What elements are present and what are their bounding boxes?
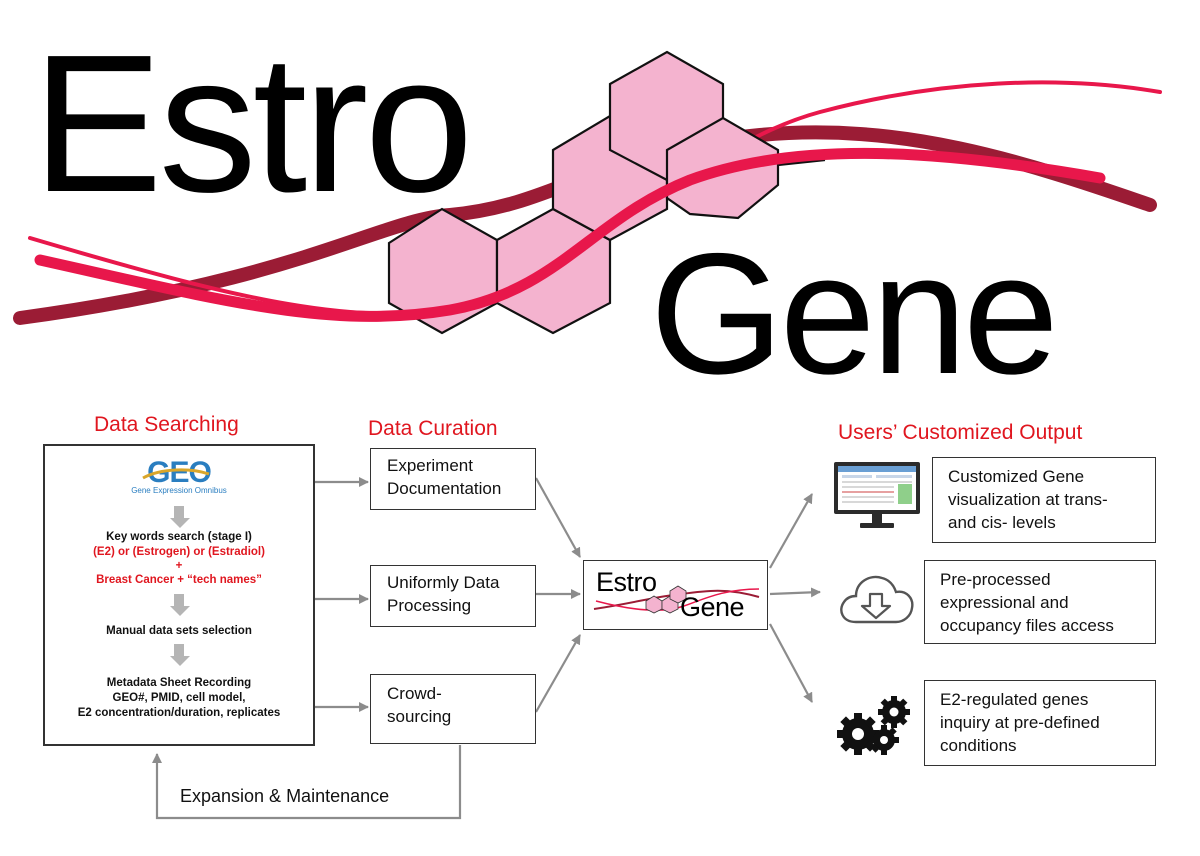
keywords-terms: (E2) or (Estrogen) or (Estradiol): [93, 546, 265, 558]
section-title-curation: Data Curation: [368, 417, 498, 440]
manual-selection: Manual data sets selection: [106, 625, 252, 637]
step-down-arrow-1: [170, 506, 190, 528]
files-output-box: Pre-processed expressional and occupancy…: [924, 560, 1156, 644]
visualization-line-1: Customized Gene: [948, 467, 1085, 486]
estrogene-logo: Estro Gene: [0, 0, 1200, 400]
files-line-2: expressional and: [940, 592, 1069, 612]
center-logo-box: Estro Gene: [583, 560, 768, 630]
metadata-line-1: Metadata Sheet Recording: [106, 677, 252, 689]
section-title-searching: Data Searching: [94, 413, 239, 436]
experiment-line-1: Experiment: [387, 456, 473, 475]
data-searching-box: GEO Gene Expression Omnibus Key words se…: [43, 444, 315, 746]
keywords-plus: +: [175, 560, 183, 572]
experiment-line-2: Documentation: [387, 478, 502, 498]
files-line-1: Pre-processed: [940, 570, 1051, 589]
logo-word-estro: Estro: [32, 14, 473, 233]
uniform-processing-box: Uniformly Data Processing: [370, 565, 536, 627]
crowd-line-1: Crowd-: [387, 684, 442, 703]
geo-subtitle: Gene Expression Omnibus: [131, 486, 227, 495]
arrow-center-to-visualization: [769, 493, 813, 569]
geo-swoosh-icon: [142, 468, 210, 480]
inquiry-line-2: inquiry at pre-defined: [940, 712, 1100, 732]
logo-word-gene: Gene: [650, 218, 1059, 410]
inquiry-output-box: E2-regulated genes inquiry at pre-define…: [924, 680, 1156, 766]
metadata-line-3: E2 concentration/duration, replicates: [77, 707, 281, 719]
files-line-3: occupancy files access: [940, 615, 1114, 635]
step-down-arrow-3: [170, 644, 190, 666]
metadata-line-2: GEO#, PMID, cell model,: [112, 692, 246, 704]
monitor-icon: [834, 462, 920, 528]
uniform-line-2: Processing: [387, 595, 472, 615]
keywords-title: Key words search (stage I): [106, 531, 252, 543]
center-logo-estro: Estro: [596, 567, 657, 597]
center-logo-graphic: [593, 585, 760, 614]
visualization-line-3: and cis- levels: [948, 512, 1056, 532]
visualization-output-box: Customized Gene visualization at trans- …: [932, 457, 1156, 543]
arrow-crowd-to-center: [535, 634, 581, 713]
uniform-line-1: Uniformly Data: [387, 573, 500, 592]
step-down-arrow-2: [170, 594, 190, 616]
experiment-documentation-box: Experiment Documentation: [370, 448, 536, 510]
crowd-line-2: sourcing: [387, 706, 452, 726]
inquiry-line-3: conditions: [940, 735, 1017, 755]
keywords-cancer: Breast Cancer + “tech names”: [96, 574, 262, 586]
logo-stem: [777, 158, 826, 167]
logo-ribbon-front: [34, 147, 1106, 322]
arrow-feedback-loop: [152, 745, 462, 820]
cloud-download-icon: [840, 575, 914, 624]
section-title-output: Users’ Customized Output: [838, 421, 1083, 444]
crowdsourcing-box: Crowd- sourcing: [370, 674, 536, 744]
center-logo-gene: Gene: [680, 592, 745, 622]
visualization-line-2: visualization at trans-: [948, 489, 1108, 509]
geo-logo: GEO Gene Expression Omnibus: [45, 456, 313, 495]
inquiry-line-1: E2-regulated genes: [940, 690, 1089, 709]
arrow-center-to-files: [769, 587, 821, 598]
arrow-center-to-inquiry: [769, 623, 813, 703]
logo-graphic: [13, 50, 1162, 335]
feedback-label: Expansion & Maintenance: [180, 786, 390, 806]
arrow-experiment-to-center: [535, 477, 581, 558]
gears-icon: [837, 696, 910, 755]
